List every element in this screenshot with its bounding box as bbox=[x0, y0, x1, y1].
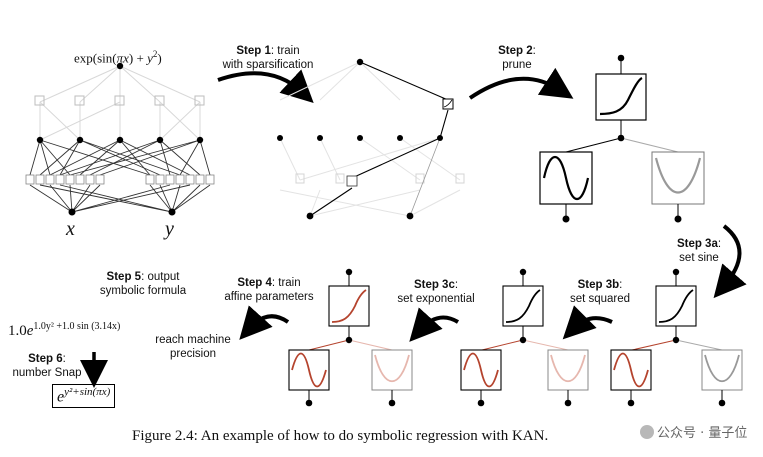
arrow-step1 bbox=[217, 69, 314, 103]
sine-set-network bbox=[610, 268, 743, 407]
arrow-step3b bbox=[562, 305, 613, 340]
top-formula: exp(sin(πx) + y2) bbox=[74, 49, 162, 66]
arrow-step3a bbox=[713, 224, 747, 299]
step2-label: Step 2:prune bbox=[498, 45, 536, 71]
input-x-label: x bbox=[66, 218, 75, 240]
arrow-step3c bbox=[409, 307, 460, 342]
exponential-set-network bbox=[288, 268, 413, 407]
watermark: 公众号 · 量子位 bbox=[640, 422, 747, 441]
step3a-label: Step 3a:set sine bbox=[676, 238, 722, 264]
step3c-label: Step 3c:set exponential bbox=[397, 279, 475, 305]
sparsified-kan-network bbox=[277, 58, 465, 220]
step3b-label: Step 3b:set squared bbox=[569, 279, 631, 305]
step6-label: Step 6:number Snap bbox=[12, 353, 82, 379]
arrow-step2 bbox=[468, 67, 574, 100]
squared-set-network bbox=[460, 268, 589, 407]
wechat-icon bbox=[640, 425, 654, 439]
final-formula: ey²+sin(πx) bbox=[52, 384, 116, 409]
figure-caption: Figure 2.4: An example of how to do symb… bbox=[132, 428, 549, 444]
arrow-step4 bbox=[239, 305, 290, 340]
output-formula: 1.0e1.0y² +1.0 sin (3.14x) bbox=[8, 321, 121, 339]
input-y-label: y bbox=[165, 218, 174, 240]
initial-kan-network bbox=[25, 62, 215, 216]
pruned-kan-network bbox=[539, 54, 705, 223]
